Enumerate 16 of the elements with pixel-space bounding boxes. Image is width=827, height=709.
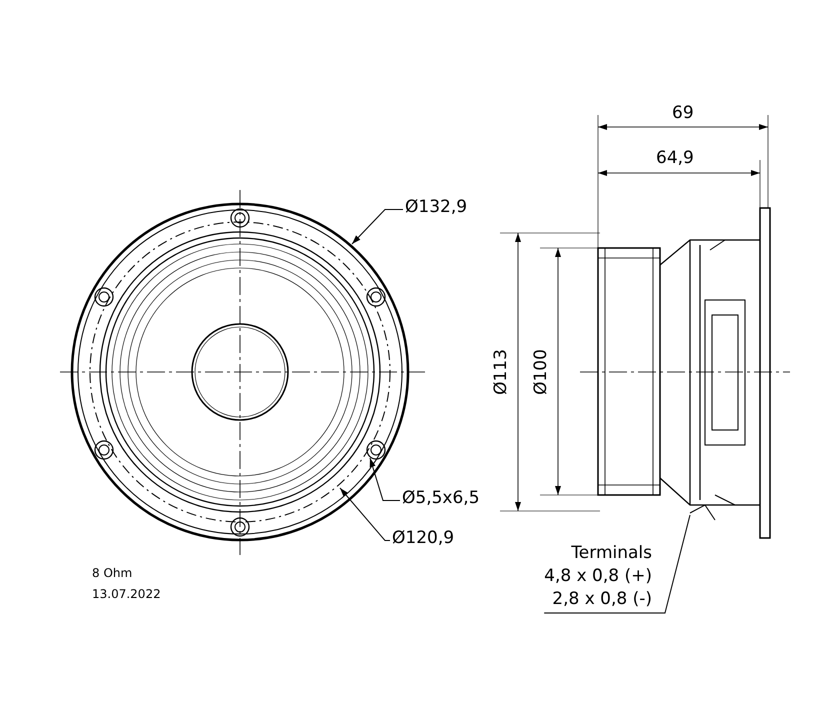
dimension-label: 69: [672, 103, 694, 123]
dimension-label: Ø120,9: [392, 527, 454, 550]
date-text: 13.07.2022: [92, 587, 161, 601]
dimension-label: Ø132,9: [405, 196, 468, 219]
heading-text: Terminals: [570, 542, 652, 565]
dimension-label: Ø5,5x6,5: [402, 487, 480, 510]
terminal-spec-text: 4,8 x 0,8 (+): [544, 565, 652, 588]
dimension-label: Ø100: [530, 349, 551, 395]
dimension-label: Ø113: [490, 349, 511, 395]
leader-line: [544, 514, 690, 614]
dimension-label: 64,9: [656, 148, 694, 168]
note-text: 8 Ohm: [92, 566, 132, 580]
leader-line: [352, 209, 404, 244]
leader-line: [370, 458, 400, 501]
leader-line: [340, 488, 390, 541]
terminal-spec-text: 2,8 x 0,8 (-): [551, 588, 652, 611]
